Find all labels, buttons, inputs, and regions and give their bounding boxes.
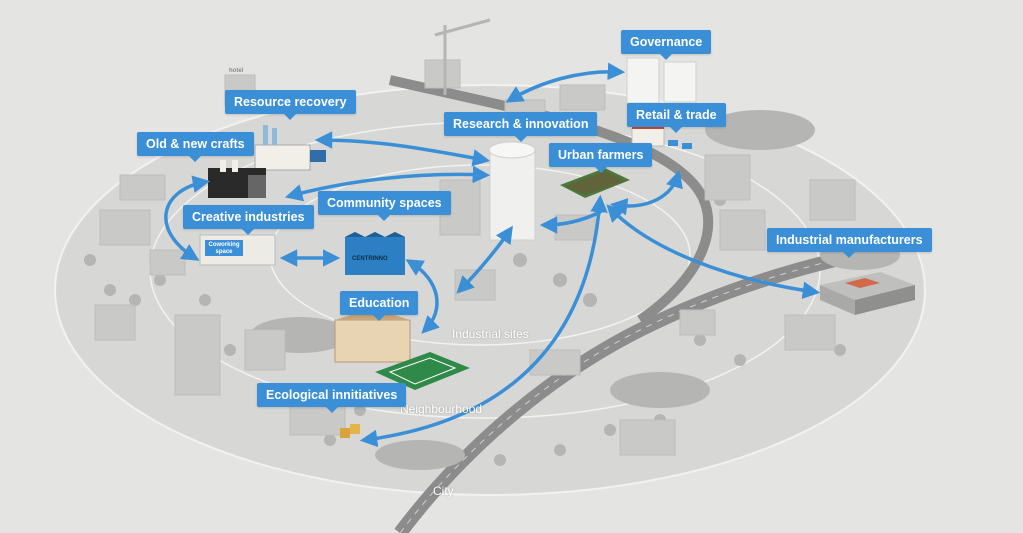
creative-industries-building [199,234,276,266]
tag-governance[interactable]: Governance [621,30,712,60]
connection-arrows [164,62,821,448]
hotel-sign: hotel [229,68,244,74]
tag-education[interactable]: Education [340,291,419,321]
tag-retail-trade[interactable]: Retail & trade [627,103,726,133]
arrow-resource-research [314,131,491,167]
neighbourhood-ring [54,84,926,496]
crane [434,18,491,95]
arrow-farm-industrial [606,204,821,299]
ecological-boxes [340,424,360,438]
tag-creative-industries[interactable]: Creative industries [183,205,314,235]
ring-label-industrial-sites: Industrial sites [452,327,529,341]
arrow-governance-research [505,62,626,103]
ring-label-city: City [433,484,454,498]
community-spaces-building [345,232,405,275]
research-tower [488,141,536,241]
tag-research-innovation[interactable]: Research & innovation [444,112,598,142]
centrinno-sign: CENTRINNO [352,256,388,262]
tag-ecological-initiatives[interactable]: Ecological innitiatives [257,383,407,413]
old-new-crafts-building [208,160,266,198]
tag-urban-farmers[interactable]: Urban farmers [549,143,653,173]
arrow-crafts-creative [164,175,211,261]
tag-old-new-crafts[interactable]: Old & new crafts [137,132,254,162]
governance-towers [626,57,697,104]
highway-center-line [399,249,881,533]
tag-community-spaces[interactable]: Community spaces [318,191,451,221]
tag-resource-recovery[interactable]: Resource recovery [225,90,356,120]
coworking-sign: Coworking space [208,242,240,255]
tree-clusters [84,110,900,470]
ring-label-neighbourhood: Neighbourhood [400,402,483,416]
tag-industrial-manufacturers[interactable]: Industrial manufacturers [767,228,932,258]
industrial-manufacturer-building [820,272,915,315]
arrow-crafts-research [284,165,491,202]
arrow-farm-ecological [359,194,608,448]
resource-recovery-building [254,125,326,171]
